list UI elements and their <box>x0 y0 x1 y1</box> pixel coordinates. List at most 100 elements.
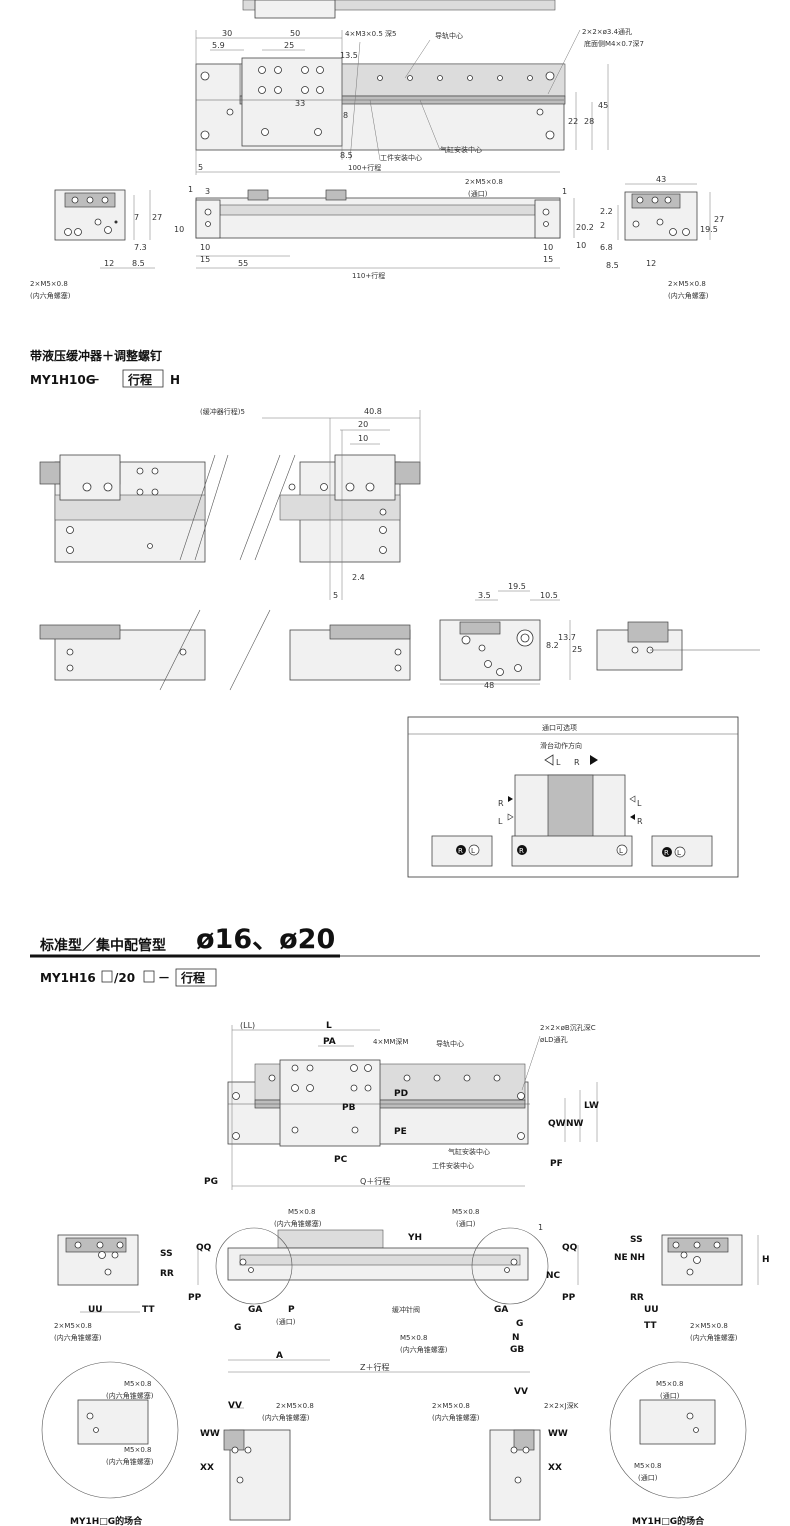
svg-text:8.5: 8.5 <box>340 151 353 160</box>
svg-text:10: 10 <box>200 243 210 252</box>
port-badges: R L R L R L <box>456 844 686 858</box>
section3-title-cn: 标准型／集中配管型 <box>39 937 166 954</box>
svg-text:5: 5 <box>198 163 203 172</box>
svg-text:2×2×øB沉孔深C: 2×2×øB沉孔深C <box>540 1023 596 1032</box>
svg-text:55: 55 <box>238 259 248 268</box>
section2-title: 带液压缓冲器＋调整螺钉 <box>30 348 162 363</box>
svg-text:GB: GB <box>510 1345 524 1355</box>
svg-text:4×M3×0.5 深5: 4×M3×0.5 深5 <box>345 29 397 38</box>
svg-text:L: L <box>498 817 503 826</box>
svg-text:(内六角锥螺塞): (内六角锥螺塞) <box>54 1333 102 1342</box>
svg-text:QW: QW <box>548 1119 566 1129</box>
upper-slider <box>254 0 336 19</box>
svg-text:43: 43 <box>656 175 666 184</box>
svg-text:PG: PG <box>204 1177 218 1187</box>
slide-table <box>241 57 343 147</box>
svg-text:øLD通孔: øLD通孔 <box>540 1035 568 1044</box>
svg-text:R: R <box>498 799 504 808</box>
svg-text:L: L <box>619 847 623 855</box>
svg-text:PP: PP <box>188 1293 202 1303</box>
port-options-title: 通口可选项 <box>542 723 577 732</box>
svg-text:PC: PC <box>334 1155 348 1165</box>
svg-text:19.5: 19.5 <box>508 582 526 591</box>
svg-text:PD: PD <box>394 1089 408 1099</box>
svg-text:M5×0.8: M5×0.8 <box>400 1334 428 1342</box>
side-body <box>195 197 561 239</box>
svg-text:L: L <box>556 758 561 767</box>
svg-text:－: － <box>88 373 100 387</box>
svg-text:2×M5×0.8: 2×M5×0.8 <box>30 280 68 288</box>
section2-model-suffix: H <box>170 373 180 387</box>
section3-end-view-left: UU TT 2×M5×0.8 (内六角锥螺塞) <box>54 1234 155 1342</box>
svg-text:10: 10 <box>358 434 368 443</box>
section3-model-prefix: MY1H16 <box>40 971 96 985</box>
svg-text:(通口): (通口) <box>638 1473 658 1482</box>
svg-text:Z＋行程: Z＋行程 <box>360 1362 389 1372</box>
section2-heading: 带液压缓冲器＋调整螺钉 MY1H10G － 行程 H <box>30 348 180 388</box>
svg-text:20: 20 <box>358 420 368 429</box>
svg-text:45: 45 <box>598 101 608 110</box>
svg-text:GA: GA <box>494 1305 508 1315</box>
svg-text:(LL): (LL) <box>240 1021 255 1030</box>
section3-end-view-right: NE NH SS RR H UU TT 2×M5×0.8 (内六角锥螺塞) <box>614 1234 770 1342</box>
svg-text:7: 7 <box>134 213 139 222</box>
svg-text:(通口): (通口) <box>468 189 488 198</box>
svg-text:33: 33 <box>295 99 305 108</box>
svg-text:(通口): (通口) <box>456 1219 476 1228</box>
svg-text:R: R <box>637 817 643 826</box>
svg-text:UU: UU <box>644 1305 659 1315</box>
svg-text:(内六角锥螺塞): (内六角锥螺塞) <box>690 1333 738 1342</box>
section3-side-view: M5×0.8 (内六角锥螺塞) M5×0.8 (通口) 1 QQ SS RR P… <box>160 1208 579 1373</box>
svg-text:4×MM深M: 4×MM深M <box>373 1037 408 1046</box>
svg-text:PB: PB <box>342 1103 356 1113</box>
svg-text:2×2×J深K: 2×2×J深K <box>544 1401 579 1410</box>
svg-text:WW: WW <box>548 1429 568 1439</box>
svg-text:R: R <box>574 758 580 767</box>
svg-text:(内六角锥螺塞): (内六角锥螺塞) <box>400 1345 448 1354</box>
svg-text:50: 50 <box>290 29 300 38</box>
section1-side-view: 1 3 10 10 15 55 1 10 15 20.2 10 2×M5×0.8… <box>174 178 594 280</box>
svg-text:导轨中心: 导轨中心 <box>435 31 463 40</box>
svg-text:2×M5×0.8: 2×M5×0.8 <box>276 1402 314 1410</box>
arrow-right-icon <box>590 755 598 765</box>
svg-text:M5×0.8: M5×0.8 <box>124 1380 152 1388</box>
svg-text:工件安装中心: 工件安装中心 <box>380 153 422 162</box>
svg-text:/20: /20 <box>114 971 135 985</box>
svg-text:MY1H□G的场合: MY1H□G的场合 <box>70 1515 143 1526</box>
section1-end-view-right: 43 2.2 2 19.5 27 6.8 8.5 12 2×M5×0.8 (内六… <box>600 175 724 300</box>
svg-text:25: 25 <box>284 41 294 50</box>
svg-text:L: L <box>326 1021 332 1031</box>
upper-rail <box>242 0 556 11</box>
section1-top-view: 30 50 5.9 25 13.5 33 8 8.5 5 22 28 45 4×… <box>195 0 644 175</box>
svg-text:M5×0.8: M5×0.8 <box>634 1462 662 1470</box>
port-options-subtitle: 滑台动作方向 <box>540 741 582 750</box>
svg-text:N: N <box>512 1333 520 1343</box>
svg-text:NE: NE <box>614 1253 628 1263</box>
svg-text:VV: VV <box>514 1387 528 1397</box>
svg-text:UU: UU <box>88 1305 103 1315</box>
svg-text:2: 2 <box>600 221 605 230</box>
svg-text:行程: 行程 <box>180 970 205 985</box>
svg-text:100+行程: 100+行程 <box>348 163 381 172</box>
svg-text:13.7: 13.7 <box>558 633 576 642</box>
svg-text:7.3: 7.3 <box>134 243 147 252</box>
svg-text:(内六角锥螺塞): (内六角锥螺塞) <box>106 1391 154 1400</box>
svg-text:VV: VV <box>228 1401 242 1411</box>
section2-model-box: 行程 <box>127 372 152 387</box>
svg-text:15: 15 <box>200 255 210 264</box>
svg-text:48: 48 <box>484 681 494 690</box>
svg-text:8.5: 8.5 <box>606 261 619 270</box>
svg-text:(缓冲器行程)5: (缓冲器行程)5 <box>200 407 245 416</box>
svg-text:Q＋行程: Q＋行程 <box>360 1176 390 1186</box>
svg-text:5.9: 5.9 <box>212 41 225 50</box>
svg-text:R: R <box>458 847 463 855</box>
svg-text:40.8: 40.8 <box>364 407 382 416</box>
svg-text:(通口): (通口) <box>660 1391 680 1400</box>
svg-text:(内六角螺塞): (内六角螺塞) <box>668 291 709 300</box>
svg-text:(内六角锥螺塞): (内六角锥螺塞) <box>262 1413 310 1422</box>
section3-heading: 标准型／集中配管型 ø16、ø20 MY1H16 /20 － 行程 <box>30 924 760 987</box>
svg-text:G: G <box>516 1319 523 1329</box>
svg-text:NW: NW <box>566 1119 584 1129</box>
svg-text:8.5: 8.5 <box>132 259 145 268</box>
